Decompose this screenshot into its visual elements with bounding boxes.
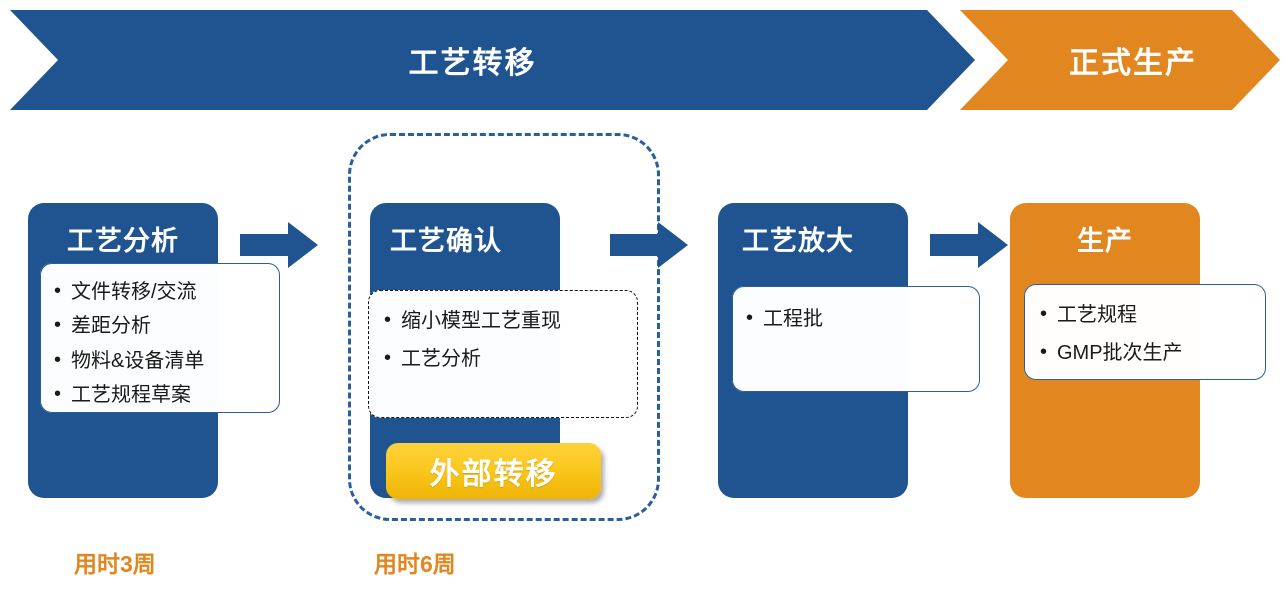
external-transfer-group-outline [348,133,660,521]
detail-list-3: 工程批 [733,287,979,349]
step-title-4: 生产 [1077,226,1133,256]
detail-list-1: 文件转移/交流 差距分析 物料&设备清单 工艺规程草案 [41,264,279,426]
detail-panel-process-confirmation: 缩小模型工艺重现 工艺分析 [368,290,638,418]
step-title-1: 工艺分析 [67,226,179,256]
external-transfer-badge[interactable]: 外部转移 [386,443,601,499]
step-title-2: 工艺确认 [390,226,502,256]
list-item: 工程批 [746,304,967,333]
arrow-right-icon [240,222,318,268]
list-item: 工艺规程 [1040,300,1253,329]
detail-list-2: 缩小模型工艺重现 工艺分析 [369,291,637,394]
step-title-3: 工艺放大 [742,226,854,256]
list-item: 差距分析 [54,311,267,340]
phase-chevron-process-transfer: 工艺转移 [10,10,975,110]
phase-label-next: 正式生产 [1069,47,1197,80]
duration-caption-2: 用时6周 [374,551,456,577]
list-item: 工艺规程草案 [54,380,267,409]
list-item: 缩小模型工艺重现 [384,306,625,335]
detail-panel-process-scale-up: 工程批 [732,286,980,392]
arrow-right-icon [930,222,1008,268]
phase-label-main: 工艺转移 [408,47,537,80]
external-transfer-badge-label: 外部转移 [429,458,558,491]
list-item: 文件转移/交流 [54,277,267,306]
duration-caption-1: 用时3周 [74,551,156,577]
detail-panel-process-analysis: 文件转移/交流 差距分析 物料&设备清单 工艺规程草案 [40,263,280,413]
phase-chevron-formal-production: 正式生产 [960,10,1280,110]
list-item: 物料&设备清单 [54,346,267,375]
list-item: 工艺分析 [384,344,625,373]
list-item: GMP批次生产 [1040,338,1253,367]
detail-panel-production: 工艺规程 GMP批次生产 [1024,284,1266,380]
phase-banner: 工艺转移 正式生产 [0,10,1286,110]
detail-list-4: 工艺规程 GMP批次生产 [1025,285,1265,388]
